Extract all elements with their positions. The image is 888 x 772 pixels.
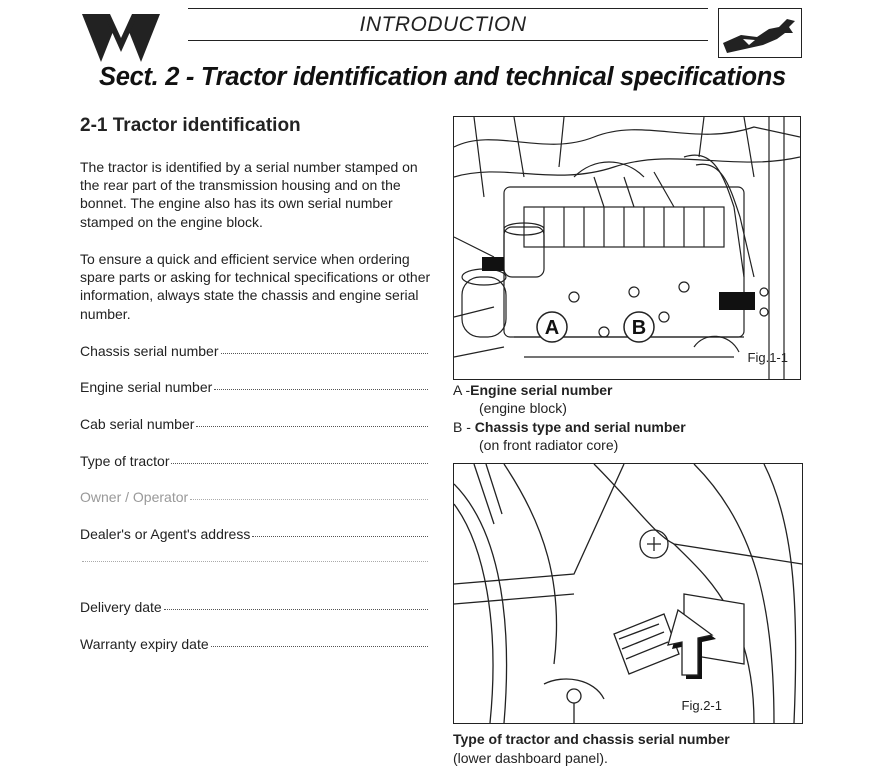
field-address-continued xyxy=(80,561,428,564)
caption-figure-2-sub: (lower dashboard panel). xyxy=(453,750,608,766)
field-dealer-address: Dealer's or Agent's address xyxy=(80,526,428,542)
figure-2-label: Fig.2-1 xyxy=(681,698,722,713)
field-tractor-type: Type of tractor xyxy=(80,453,428,469)
marker-a: A xyxy=(536,311,568,343)
field-label: Cab serial number xyxy=(80,416,195,432)
caption-b-title: Chassis type and serial number xyxy=(474,419,686,435)
figure-engine-illustration: A B Fig.1-1 xyxy=(453,116,801,380)
caption-a-sub: (engine block) xyxy=(479,400,567,416)
field-chassis-serial: Chassis serial number xyxy=(80,343,428,359)
paragraph-identification: The tractor is identified by a serial nu… xyxy=(80,159,418,230)
field-label: Owner / Operator xyxy=(80,489,189,505)
hand-wrench-icon xyxy=(718,8,802,58)
marker-b-label: B xyxy=(632,317,646,339)
caption-figure-2-title: Type of tractor and chassis serial numbe… xyxy=(453,731,730,747)
caption-b: B - Chassis type and serial number xyxy=(453,419,686,435)
paragraph-service: To ensure a quick and efficient service … xyxy=(80,251,431,322)
figure-1-label: Fig.1-1 xyxy=(747,350,788,365)
field-warranty-expiry: Warranty expiry date xyxy=(80,636,428,652)
caption-a: A -Engine serial number xyxy=(453,382,613,398)
header-rule-bottom xyxy=(188,40,708,41)
page-title: Sect. 2 - Tractor identification and tec… xyxy=(99,63,786,91)
triple-triangle-logo-icon xyxy=(80,12,162,64)
field-label: Engine serial number xyxy=(80,379,213,395)
marker-b: B xyxy=(623,311,655,343)
figure-dashboard-illustration: Fig.2-1 xyxy=(453,463,803,724)
caption-a-prefix: A - xyxy=(453,382,471,398)
field-owner: Owner / Operator xyxy=(80,489,428,505)
header-rule-top xyxy=(188,8,708,9)
field-delivery-date: Delivery date xyxy=(80,599,428,615)
caption-b-sub: (on front radiator core) xyxy=(479,437,619,453)
field-engine-serial: Engine serial number xyxy=(80,379,428,395)
field-label: Type of tractor xyxy=(80,453,170,469)
field-label: Warranty expiry date xyxy=(80,636,209,652)
caption-a-title: Engine serial number xyxy=(470,382,613,398)
field-label: Chassis serial number xyxy=(80,343,219,359)
field-label: Dealer's or Agent's address xyxy=(80,526,251,542)
marker-a-label: A xyxy=(545,317,559,339)
field-cab-serial: Cab serial number xyxy=(80,416,428,432)
caption-b-prefix: B - xyxy=(453,419,471,435)
section-heading: 2-1 Tractor identification xyxy=(80,115,301,136)
section-label: INTRODUCTION xyxy=(359,13,527,36)
field-label: Delivery date xyxy=(80,599,162,615)
